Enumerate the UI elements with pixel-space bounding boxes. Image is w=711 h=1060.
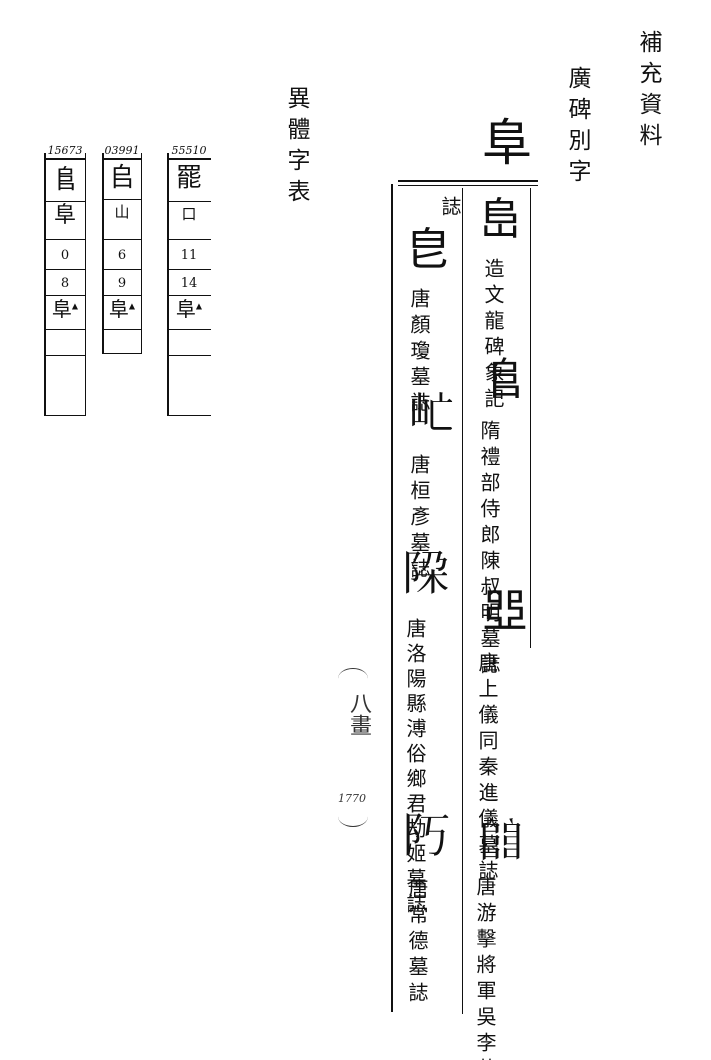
- table-radical: 口: [181, 205, 197, 223]
- table-rule: [167, 269, 211, 270]
- entry-source: 唐常德墓誌: [405, 878, 429, 1008]
- table-radical: 山: [114, 203, 130, 221]
- entry-source: 隋禮部侍郎陳叔明墓誌: [477, 420, 501, 680]
- entry-glyph: 𡵀: [410, 388, 454, 439]
- table-total: 14: [180, 276, 198, 291]
- table-code: 03991: [104, 144, 140, 157]
- entry-source: 唐洛陽縣溥俗鄉君劫姬墓誌: [403, 618, 427, 918]
- triangle-mark-icon: ▲: [195, 301, 203, 311]
- table-radical: 阜: [53, 203, 76, 228]
- table-code: 15673: [47, 144, 83, 157]
- bracket-top: [338, 668, 368, 689]
- table-rule: [102, 269, 142, 270]
- table-rule: [44, 201, 86, 202]
- table-rule: [102, 329, 142, 330]
- entry-glyph: 𨹃: [402, 546, 451, 602]
- table-strokes: 0: [60, 248, 70, 263]
- table-rule: [102, 295, 142, 296]
- table-left-rule: [102, 153, 104, 353]
- entry-glyph: 𨸑: [402, 808, 451, 864]
- source-heading: 廣碑別字: [564, 66, 590, 190]
- table-rule: [167, 329, 211, 330]
- frame-right-rule: [530, 188, 531, 648]
- table-rule: [44, 158, 86, 160]
- table-rule: [44, 415, 86, 416]
- table-glyph: 𨸏: [51, 165, 78, 195]
- table-standard: 阜▲: [167, 299, 211, 319]
- table-standard: 阜▲: [44, 299, 86, 319]
- headword: 阜: [482, 114, 532, 172]
- entry-source: 唐顏瓊墓誌: [407, 288, 431, 418]
- entry-glyph: 峊: [478, 194, 522, 245]
- table-left-rule: [44, 153, 46, 415]
- bracket-bottom: [338, 806, 368, 827]
- frame-top-rule-2: [398, 185, 538, 186]
- table-standard-glyph: 阜: [175, 297, 196, 321]
- table-rule: [102, 239, 142, 240]
- triangle-mark-icon: ▲: [128, 301, 136, 311]
- table-total: 9: [117, 276, 127, 291]
- table-standard-glyph: 阜: [108, 297, 129, 321]
- page-number: 1770: [338, 792, 366, 805]
- entry-source: 造文龍碑象記: [481, 258, 505, 414]
- index-table: 55510 罷 口 11 14 阜▲: [167, 143, 211, 418]
- table-rule: [44, 355, 86, 356]
- table-standard-glyph: 阜: [51, 297, 72, 321]
- table-standard: 阜▲: [102, 299, 142, 319]
- table-rule: [102, 353, 142, 354]
- entry-source: 唐上儀同秦進儀墓誌: [475, 652, 499, 886]
- index-table: 03991 𠂤 山 6 9 阜▲: [102, 143, 142, 363]
- table-strokes: 11: [180, 248, 198, 263]
- table-rule: [167, 158, 211, 160]
- table-left-rule: [167, 153, 169, 415]
- table-rule: [167, 239, 211, 240]
- table-total: 8: [60, 276, 70, 291]
- triangle-mark-icon: ▲: [71, 301, 79, 311]
- table-strokes: 6: [117, 248, 127, 263]
- table-right-rule: [140, 153, 142, 353]
- table-glyph: 𠂤: [108, 163, 135, 193]
- table-glyph: 罷: [175, 163, 202, 193]
- table-right-rule: [84, 153, 86, 415]
- supplement-heading: 補充資料: [635, 30, 661, 154]
- entry-glyph: 𠁁: [482, 584, 528, 638]
- table-rule: [167, 201, 211, 202]
- table-code: 55510: [171, 144, 207, 157]
- table-rule: [167, 415, 211, 416]
- frame-top-rule: [398, 180, 538, 182]
- index-table: 15673 𨸏 阜 0 8 阜▲: [44, 143, 86, 418]
- table-rule: [44, 239, 86, 240]
- entry-source: 唐桓彥墓誌: [407, 454, 431, 584]
- table-rule: [167, 355, 211, 356]
- entry-glyph: 皀: [406, 224, 450, 275]
- table-rule: [44, 295, 86, 296]
- entry-glyph: 𨺅: [478, 814, 524, 868]
- table-rule: [102, 158, 142, 160]
- variants-heading: 異體字表: [283, 86, 309, 210]
- frame-mid-rule: [462, 188, 463, 1014]
- entry-source: 誌: [438, 196, 462, 220]
- frame-left-rule: [391, 184, 393, 1012]
- table-rule: [44, 329, 86, 330]
- entry-source: 唐游擊將軍吳李墓: [473, 876, 497, 1060]
- stroke-count-mark: 八畫: [346, 692, 371, 736]
- table-rule: [167, 295, 211, 296]
- table-rule: [102, 199, 142, 200]
- entry-glyph: 𨸏: [482, 354, 526, 405]
- table-rule: [44, 269, 86, 270]
